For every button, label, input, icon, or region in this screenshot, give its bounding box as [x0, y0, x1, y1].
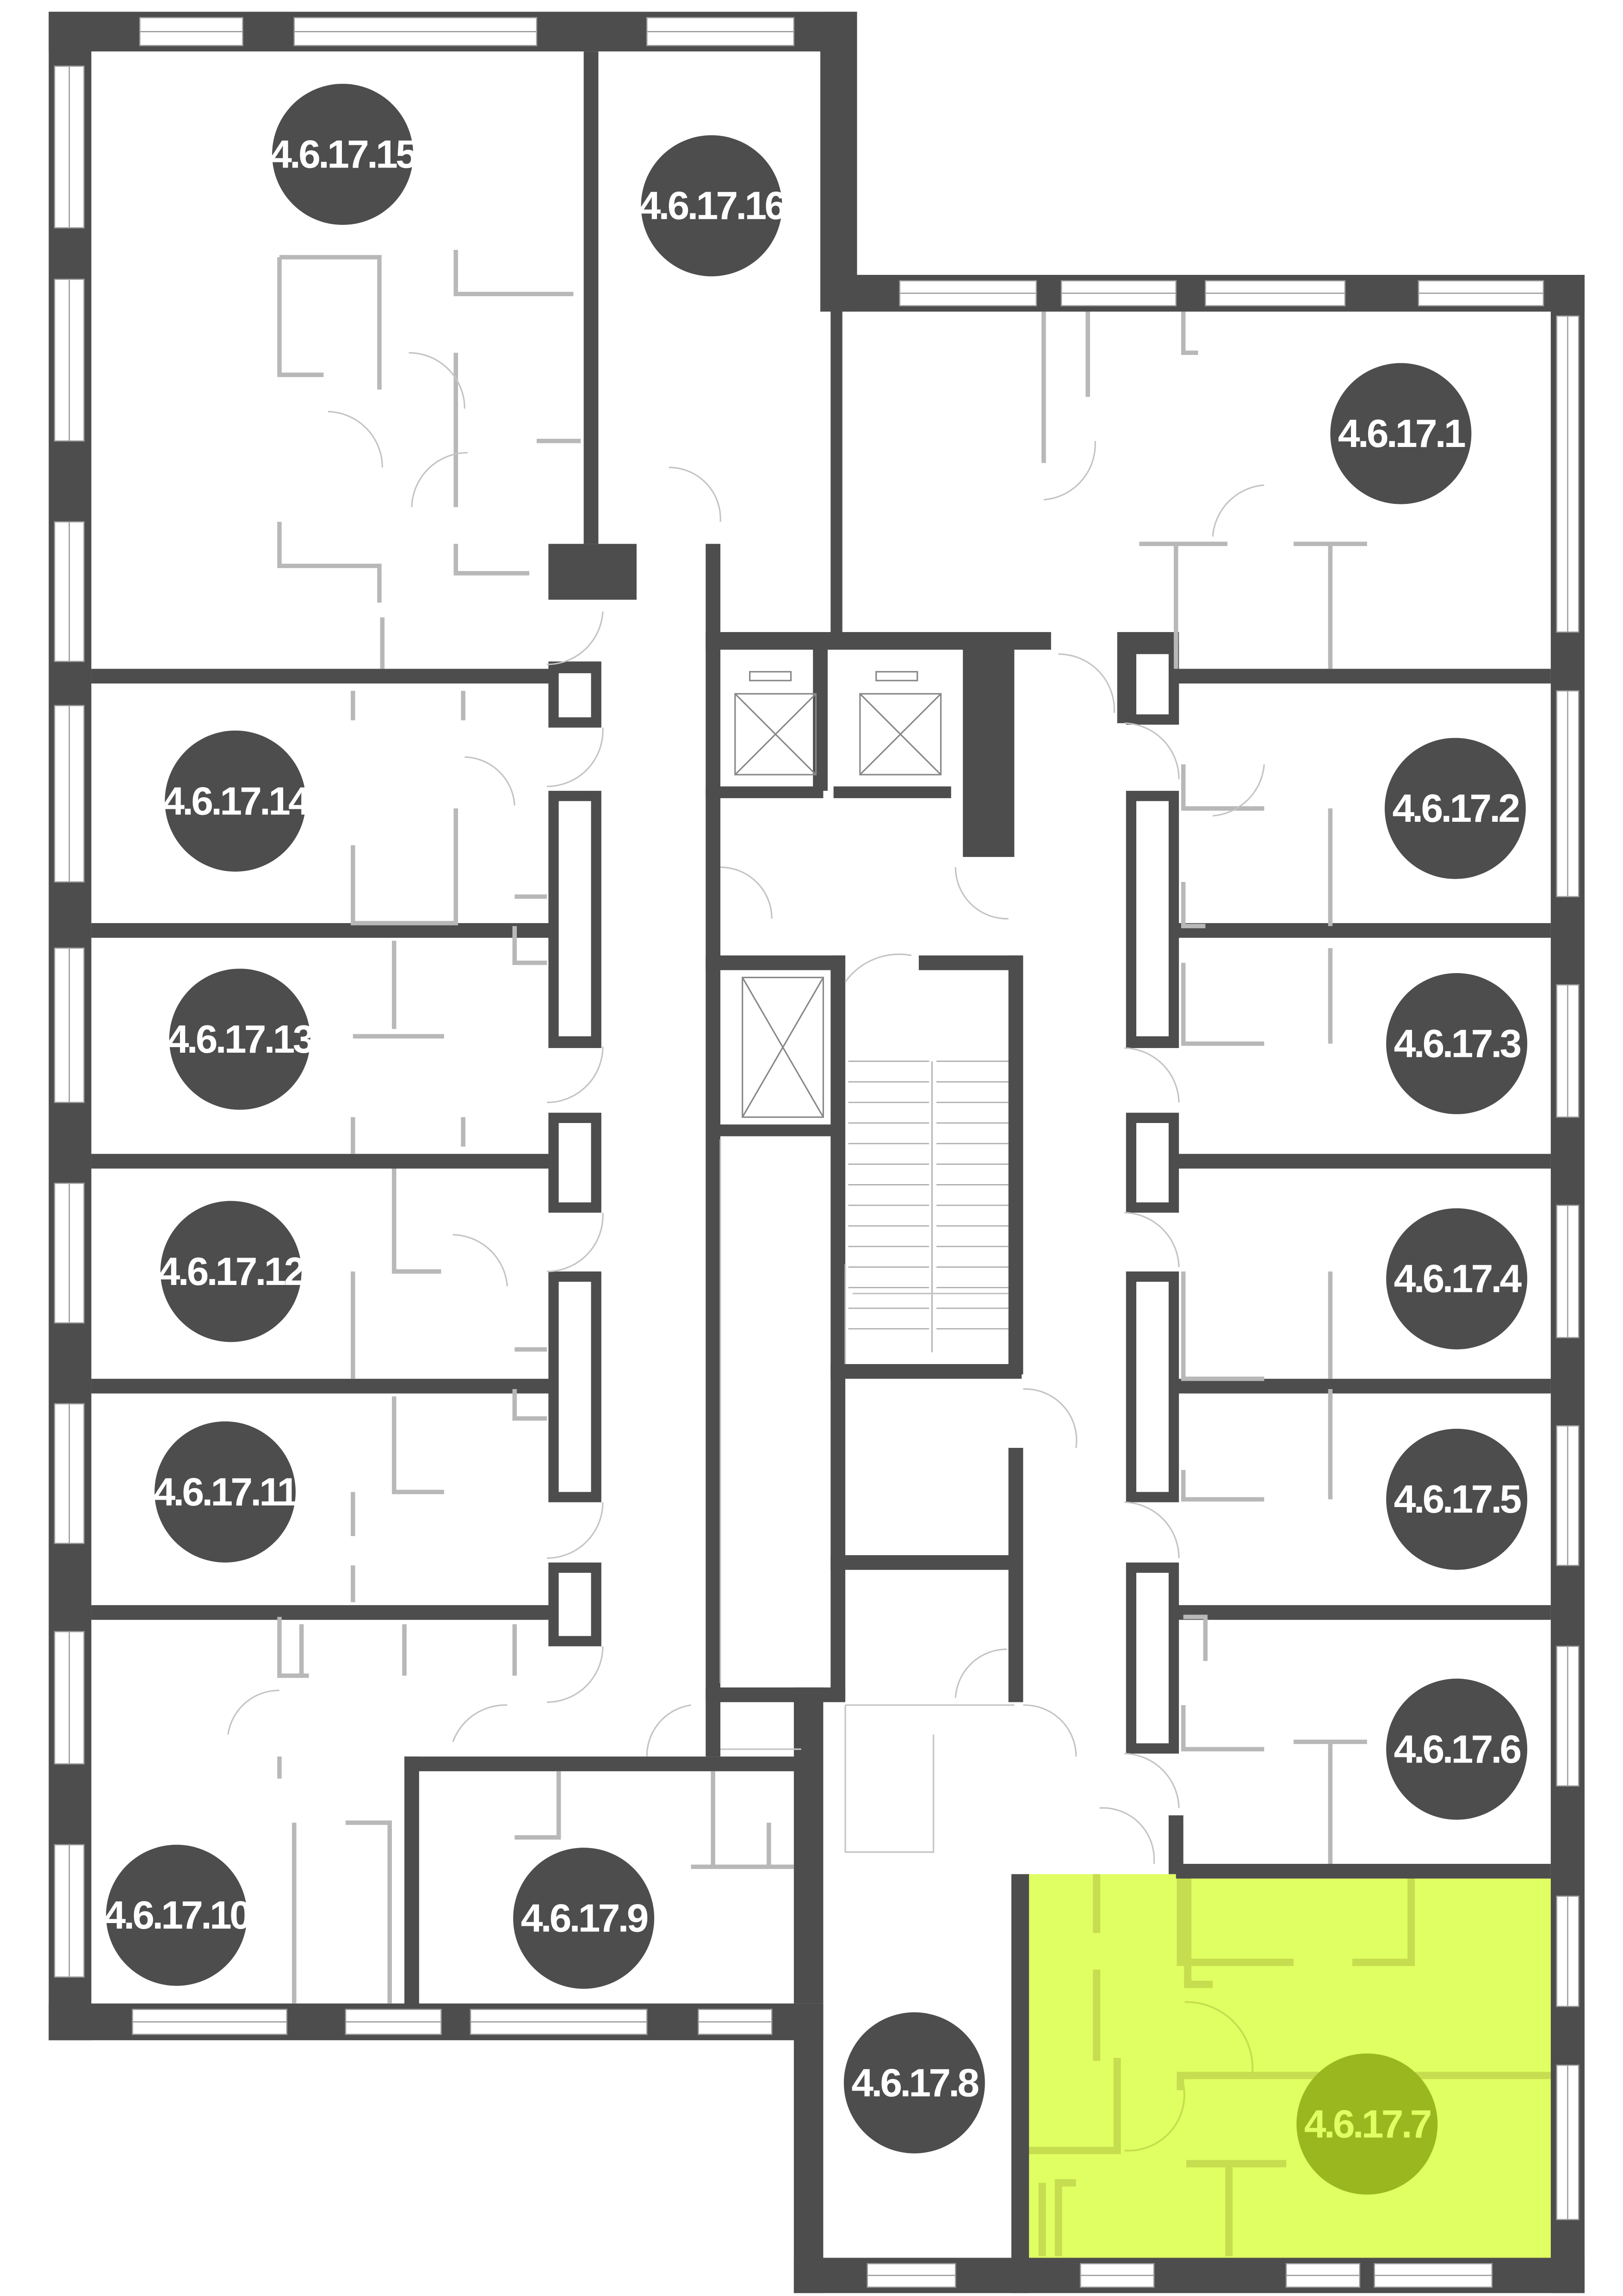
unit-label: 4.6.17.7	[1304, 2102, 1431, 2146]
unit-badge-16[interactable]: 4.6.17.16	[639, 135, 787, 277]
unit-badge-14[interactable]: 4.6.17.14	[162, 730, 313, 872]
unit-badges: 4.6.17.15 4.6.17.16 4.6.17.1 4.6.17.14 4…	[104, 84, 1528, 2195]
unit-label: 4.6.17.12	[158, 1249, 305, 1294]
unit-badge-6[interactable]: 4.6.17.6	[1386, 1678, 1528, 1820]
unit-label: 4.6.17.5	[1394, 1477, 1521, 1521]
unit-badge-9[interactable]: 4.6.17.9	[513, 1848, 655, 1989]
unit-label: 4.6.17.9	[521, 1896, 648, 1941]
unit-badge-8[interactable]: 4.6.17.8	[843, 2012, 985, 2153]
unit-badge-1[interactable]: 4.6.17.1	[1330, 363, 1472, 504]
unit-badge-4[interactable]: 4.6.17.4	[1386, 1208, 1528, 1350]
unit-label: 4.6.17.1	[1338, 411, 1465, 456]
unit-badge-7-selected[interactable]: 4.6.17.7	[1296, 2053, 1438, 2195]
unit-label: 4.6.17.3	[1394, 1021, 1521, 1066]
unit-7-highlight[interactable]	[1026, 1874, 1553, 2258]
unit-label: 4.6.17.4	[1394, 1257, 1522, 1301]
unit-label: 4.6.17.13	[167, 1017, 314, 1061]
unit-label: 4.6.17.8	[851, 2060, 979, 2105]
unit-badge-12[interactable]: 4.6.17.12	[158, 1201, 307, 1342]
unit-label: 4.6.17.6	[1394, 1727, 1521, 1771]
unit-7-partitions	[1026, 1874, 1551, 2257]
unit-label: 4.6.17.10	[104, 1893, 250, 1937]
unit-badge-13[interactable]: 4.6.17.13	[167, 968, 316, 1110]
unit-badge-10[interactable]: 4.6.17.10	[104, 1844, 253, 1986]
unit-badge-5[interactable]: 4.6.17.5	[1386, 1428, 1528, 1570]
stairs	[848, 1061, 1009, 1353]
unit-badge-3[interactable]: 4.6.17.3	[1386, 973, 1528, 1114]
unit-badge-11[interactable]: 4.6.17.11	[153, 1421, 300, 1563]
interior-partitions	[227, 250, 1367, 2004]
unit-label: 4.6.17.11	[153, 1470, 298, 1514]
unit-label: 4.6.17.15	[270, 132, 417, 177]
unit-badge-15[interactable]: 4.6.17.15	[270, 84, 419, 225]
unit-label: 4.6.17.2	[1392, 786, 1519, 831]
unit-label: 4.6.17.16	[639, 184, 786, 228]
windows	[54, 17, 1580, 2288]
unit-badge-2[interactable]: 4.6.17.2	[1384, 738, 1526, 879]
elevator-shafts	[734, 671, 942, 1118]
unit-label: 4.6.17.14	[162, 779, 310, 823]
